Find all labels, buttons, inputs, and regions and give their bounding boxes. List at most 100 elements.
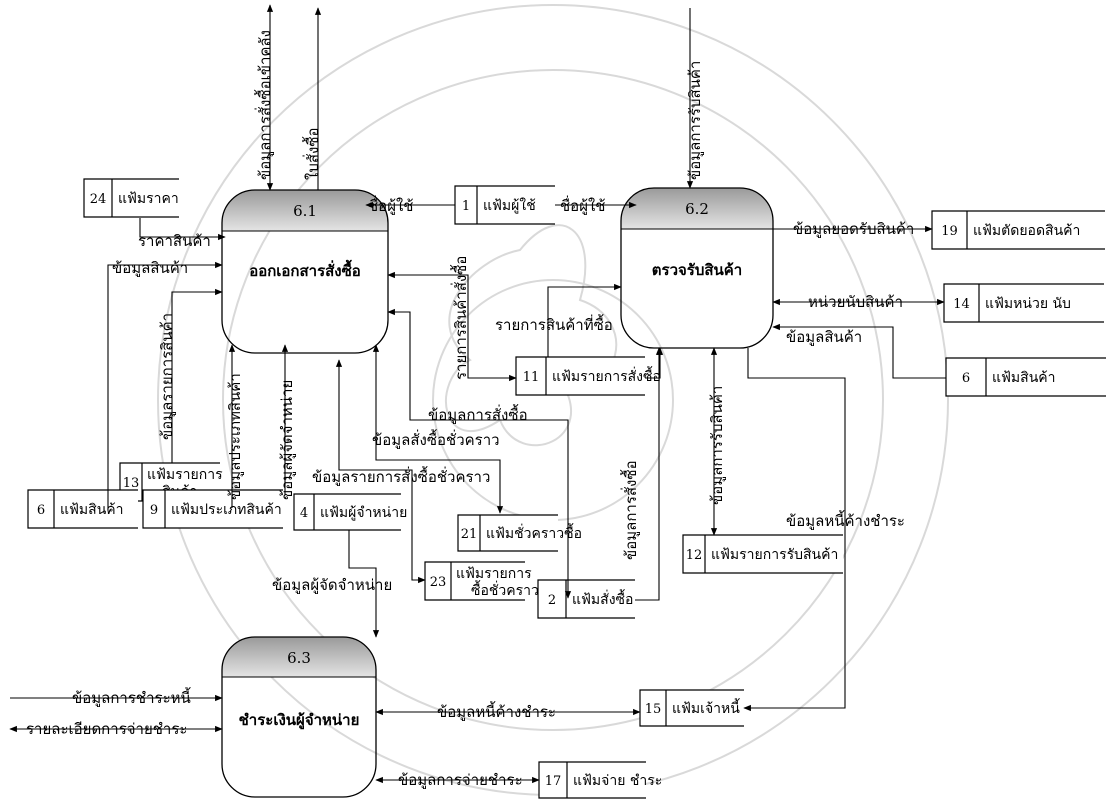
flow-price-line [139, 218, 226, 241]
flow-label: ชื่อผู้ใช้ [368, 195, 413, 215]
flow-temp-items-line [335, 359, 426, 584]
flow-label: ข้อมูลรายการสินค้า [158, 313, 176, 440]
flow-label: ราคาสินค้า [138, 232, 211, 250]
flow-order-data-line [387, 308, 572, 599]
flow-label: ข้อมูลยอดรับสินค้า [793, 220, 914, 238]
data-store-s4[interactable]: 4 แฟ้มผู้จำหน่าย [293, 493, 407, 531]
data-store-s1[interactable]: 1 แฟ้มผู้ใช้ [454, 185, 555, 225]
data-store-number: 15 [645, 702, 662, 717]
data-store-name: แฟ้มผู้ใช้ [483, 197, 536, 214]
data-store-number: 4 [300, 506, 308, 521]
flow-label: ข้อมูลสินค้า [786, 328, 862, 346]
data-store-name: แฟ้มรายการ [147, 467, 223, 483]
flow-product-61-line [107, 261, 223, 508]
flow-product-62-line [772, 323, 946, 379]
data-store-s14[interactable]: 14 แฟ้มหน่วย นับ [943, 283, 1104, 323]
flow-label: ข้อมูลรายการสั่งซื้อชั่วคราว [312, 466, 490, 486]
data-store-number: 1 [462, 199, 470, 214]
flow-label: หน่วยนับสินค้า [808, 293, 903, 311]
data-store-outline [142, 489, 283, 529]
data-store-number: 21 [461, 527, 478, 542]
data-store-s17[interactable]: 17 แฟ้มจ่าย ชำระ [538, 761, 662, 799]
data-store-name: แฟ้มสินค้า [992, 370, 1056, 386]
data-store-name: แฟ้มสินค้า [60, 502, 124, 518]
data-store-number: 13 [123, 476, 140, 491]
process-name: ตรวจรับสินค้า [652, 261, 742, 279]
data-store-s19[interactable]: 19 แฟ้มตัดยอดสินค้า [931, 210, 1105, 250]
data-store-number: 6 [962, 371, 970, 386]
flow-label: ข้อมูลการรับสินค้า [686, 61, 704, 180]
data-store-name: ซื้อชั่วคราว [471, 580, 539, 599]
data-store-number: 17 [545, 774, 562, 789]
data-store-name: แฟ้มตัดยอดสินค้า [973, 223, 1080, 239]
flow-label: ข้อมูลสั่งซื้อชั่วคราว [372, 429, 500, 449]
flow-label: ชื่อผู้ใช้ [560, 195, 605, 215]
data-store-name: แฟ้มจ่าย ชำระ [573, 773, 662, 789]
data-store-name: แฟ้มเจ้าหนี้ [672, 698, 740, 717]
data-store-number: 11 [523, 370, 540, 385]
data-store-number: 14 [953, 297, 970, 312]
data-store-s11[interactable]: 11 แฟ้มรายการสั่งซื้อ [515, 356, 661, 396]
data-store-s24[interactable]: 24 แฟ้มราคา [83, 178, 179, 218]
flow-label: ข้อมูลการสั่งซื้อเข้าคลัง [254, 30, 274, 180]
flow-label: ข้อมูลผู้จัดจำหน่าย [272, 576, 392, 594]
flow-label: ข้อมูลประเภทสินค้า [226, 373, 244, 500]
data-store-number: 24 [90, 192, 107, 207]
flow-label: ข้อมูลการรับสินค้า [708, 386, 726, 505]
data-store-outline [682, 534, 843, 574]
flow-label: ข้อมูลสินค้า [112, 259, 188, 277]
flow-lines [9, 4, 946, 784]
process-number: 6.2 [685, 200, 709, 218]
flow-order-list-62-line [645, 347, 664, 379]
flow-label: ข้อมูลการสั่งซื้อ [428, 404, 528, 424]
data-store-s15[interactable]: 15 แฟ้มเจ้าหนี้ [639, 689, 744, 727]
flow-label: ข้อมูลการสั่งซื้อ [620, 460, 640, 560]
data-store-number: 9 [150, 503, 158, 518]
process-6-2[interactable]: 6.2 ตรวจรับสินค้า [620, 187, 774, 349]
flow-label: ข้อมูลการจ่ายชำระ [398, 771, 523, 789]
process-6-3[interactable]: 6.3 ชำระเงินผู้จำหน่าย [221, 636, 377, 798]
flow-labels: ข้อมูลการสั่งซื้อเข้าคลัง ใบสั่งซื้อ ข้อ… [26, 30, 914, 789]
data-store-s6a[interactable]: 6 แฟ้มสินค้า [27, 489, 138, 529]
flow-label: รายละเอียดการจ่ายชำระ [26, 720, 187, 738]
data-store-s12[interactable]: 12 แฟ้มรายการรับสินค้า [682, 534, 843, 574]
data-store-name: แฟ้มประเภทสินค้า [171, 502, 282, 518]
process-name: ชำระเงินผู้จำหน่าย [239, 711, 360, 730]
flow-label: ข้อมูลหนี้ค้างชำระ [786, 510, 905, 530]
data-store-outline [639, 689, 744, 727]
data-store-name: แฟ้มรายการสั่งซื้อ [552, 366, 661, 385]
flow-label: ข้อมูลการชำระหนี้ [72, 687, 191, 707]
data-store-name: แฟ้มผู้จำหน่าย [320, 505, 407, 521]
data-store-name: แฟ้มราคา [118, 191, 179, 207]
data-store-number: 23 [430, 575, 447, 590]
flow-items-61-line [171, 288, 223, 463]
flow-label: ใบสั่งซื้อ [302, 127, 322, 180]
data-store-outline [945, 357, 1106, 397]
data-store-number: 12 [686, 548, 703, 563]
flow-label: ข้อมูลหนี้ค้างชำระ [437, 701, 556, 721]
data-store-s9[interactable]: 9 แฟ้มประเภทสินค้า [142, 489, 283, 529]
flow-label: ข้อมูลผู้จัดจำหน่าย [278, 380, 296, 500]
flow-order-62-line [635, 347, 663, 601]
process-number: 6.1 [293, 202, 317, 220]
process-number: 6.3 [287, 649, 311, 667]
data-store-name: แฟ้มหน่วย นับ [985, 296, 1071, 312]
data-store-number: 19 [941, 224, 958, 239]
flow-vendor-63-line [348, 530, 380, 638]
data-store-outline [83, 178, 179, 218]
data-store-number: 6 [37, 503, 45, 518]
process-6-1[interactable]: 6.1 ออกเอกสารสั่งซื้อ [221, 189, 389, 354]
flow-label: รายการสินค้าสั่งซื้อ [450, 256, 470, 380]
data-store-s6b[interactable]: 6 แฟ้มสินค้า [945, 357, 1106, 397]
flow-debt-62-line [743, 348, 846, 712]
process-name: ออกเอกสารสั่งซื้อ [249, 259, 361, 280]
data-store-name: แฟ้มรายการรับสินค้า [711, 547, 838, 563]
data-store-name: แฟ้มรายการ [456, 566, 532, 582]
data-store-outline [27, 489, 138, 529]
data-store-name: แฟ้มสั่งซื้อ [572, 589, 633, 608]
